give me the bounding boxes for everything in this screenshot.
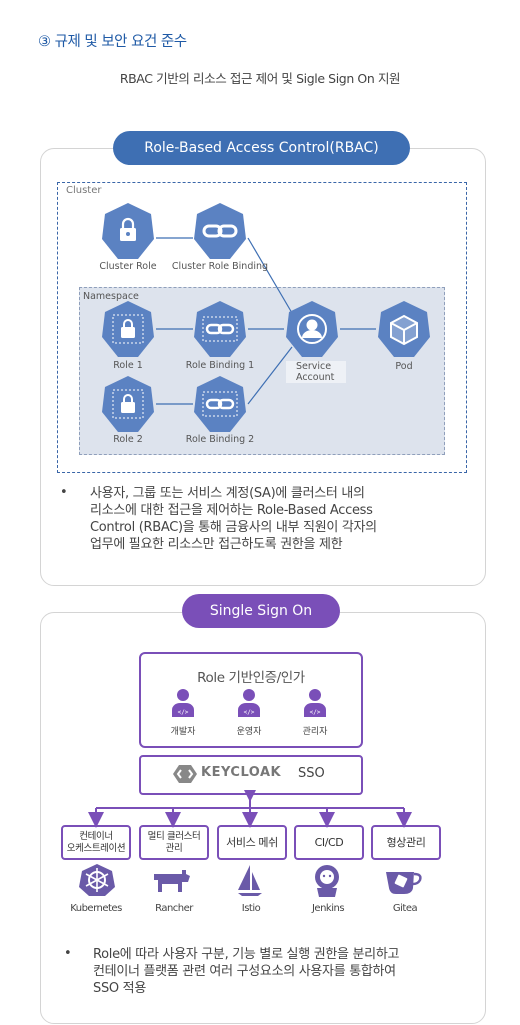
rbac-description: 사용자, 그룹 또는 서비스 계정(SA)에 클러스터 내의 리소스에 대한 접… bbox=[90, 485, 480, 553]
operator-user-icon: </> bbox=[238, 689, 260, 717]
namespace-label: Namespace bbox=[83, 291, 139, 302]
component-line: 멀티 클러스터 bbox=[147, 830, 201, 842]
istio-icon bbox=[238, 865, 262, 896]
pod-node bbox=[378, 301, 430, 357]
sso-label: SSO bbox=[298, 766, 325, 781]
sso-description: Role에 따라 사용자 구분, 기능 별로 실행 권한을 분리하고 컨테이너 … bbox=[93, 946, 483, 997]
keycloak-logo-icon bbox=[173, 765, 197, 783]
rbac-bullet-dot: • bbox=[60, 485, 68, 500]
role-binding1-label: Role Binding 1 bbox=[185, 360, 255, 371]
svg-text:</>: </> bbox=[178, 709, 189, 716]
rbac-description-line: 사용자, 그룹 또는 서비스 계정(SA)에 클러스터 내의 bbox=[90, 486, 365, 501]
jenkins-icon bbox=[315, 865, 339, 897]
gitea-icon bbox=[386, 872, 422, 894]
admin-user-icon: </> bbox=[304, 689, 326, 717]
sso-connector-arrows bbox=[88, 790, 412, 828]
role2-node bbox=[102, 376, 154, 432]
component-line: 서비스 메쉬 bbox=[226, 835, 278, 849]
cluster-role-node bbox=[102, 203, 154, 259]
lock-icon bbox=[120, 217, 136, 241]
component-line: 형상관리 bbox=[386, 835, 426, 849]
cluster-role-binding-label: Cluster Role Binding bbox=[171, 261, 269, 272]
role-binding1-node bbox=[194, 301, 246, 357]
sso-title-pill: Single Sign On bbox=[182, 594, 340, 628]
sso-bullet-dot: • bbox=[64, 946, 72, 961]
rbac-description-line: 리소스에 대한 접근을 제어하는 Role-Based Access bbox=[90, 503, 373, 518]
user-label-developer: 개발자 bbox=[170, 727, 196, 737]
cluster-label: Cluster bbox=[66, 185, 102, 196]
tool-label-istio: Istio bbox=[241, 903, 261, 914]
role1-label: Role 1 bbox=[113, 360, 143, 371]
service-account-label: Service Account bbox=[286, 361, 346, 383]
user-icon bbox=[297, 314, 327, 344]
tool-label-jenkins: Jenkins bbox=[311, 903, 345, 914]
rbac-description-line: 업무에 필요한 리소스만 접근하도록 권한을 제한 bbox=[90, 537, 343, 552]
role1-node bbox=[102, 301, 154, 357]
connector-binding2-sa bbox=[247, 346, 293, 405]
lock-icon bbox=[121, 319, 135, 338]
section-subheading: RBAC 기반의 리소스 접근 제어 및 Sigle Sign On 지원 bbox=[119, 71, 401, 86]
cluster-role-label: Cluster Role bbox=[99, 261, 157, 272]
tool-label-kubernetes: Kubernetes bbox=[70, 903, 122, 914]
link-icon bbox=[205, 398, 235, 410]
component-line: 컨테이너 bbox=[79, 830, 113, 842]
role-auth-title: Role 기반인증/인가 bbox=[197, 670, 305, 686]
cube-icon bbox=[390, 314, 418, 346]
role-binding2-node bbox=[194, 376, 246, 432]
role2-label: Role 2 bbox=[113, 434, 143, 445]
service-account-label-line1: Service bbox=[296, 361, 332, 372]
svg-text:</>: </> bbox=[310, 709, 321, 716]
rbac-description-line: Control (RBAC)을 통해 금융사의 내부 직원이 각자의 bbox=[90, 520, 377, 535]
component-line: 관리 bbox=[165, 842, 183, 854]
user-label-admin: 관리자 bbox=[302, 727, 328, 737]
lock-icon bbox=[121, 394, 135, 413]
user-label-operator: 운영자 bbox=[236, 727, 262, 737]
rbac-title-pill: Role-Based Access Control(RBAC) bbox=[113, 131, 410, 165]
svg-text:</>: </> bbox=[244, 709, 255, 716]
tool-label-rancher: Rancher bbox=[155, 903, 193, 914]
component-line: CI/CD bbox=[314, 835, 344, 849]
rancher-icon bbox=[154, 870, 190, 892]
connector-binding-sa bbox=[247, 237, 293, 314]
component-line: 오케스트레이션 bbox=[66, 842, 126, 854]
developer-user-icon: </> bbox=[172, 689, 194, 717]
link-icon bbox=[205, 323, 235, 335]
sso-description-line: SSO 적용 bbox=[93, 981, 146, 996]
tool-label-gitea: Gitea bbox=[392, 903, 418, 914]
role-auth-box bbox=[139, 652, 363, 748]
role-binding2-label: Role Binding 2 bbox=[185, 434, 255, 445]
component-service-mesh: 서비스 메쉬 bbox=[217, 825, 287, 860]
pod-label: Pod bbox=[395, 361, 413, 372]
sso-description-line: Role에 따라 사용자 구분, 기능 별로 실행 권한을 분리하고 bbox=[93, 947, 400, 962]
service-account-label-line2: Account bbox=[296, 372, 335, 383]
cluster-boundary bbox=[57, 182, 467, 473]
cluster-role-binding-node bbox=[194, 203, 246, 259]
sso-description-line: 컨테이너 플랫폼 관련 여러 구성요소의 사용자를 통합하여 bbox=[93, 964, 396, 979]
rbac-connectors bbox=[156, 237, 376, 405]
component-cicd: CI/CD bbox=[294, 825, 364, 860]
section-heading: ③ 규제 및 보안 요건 준수 bbox=[38, 34, 187, 50]
keycloak-text: KEYCLOAK bbox=[201, 765, 282, 780]
service-account-node bbox=[286, 301, 338, 357]
component-config-management: 형상관리 bbox=[371, 825, 441, 860]
kubernetes-icon bbox=[79, 864, 115, 896]
link-icon bbox=[202, 224, 238, 238]
